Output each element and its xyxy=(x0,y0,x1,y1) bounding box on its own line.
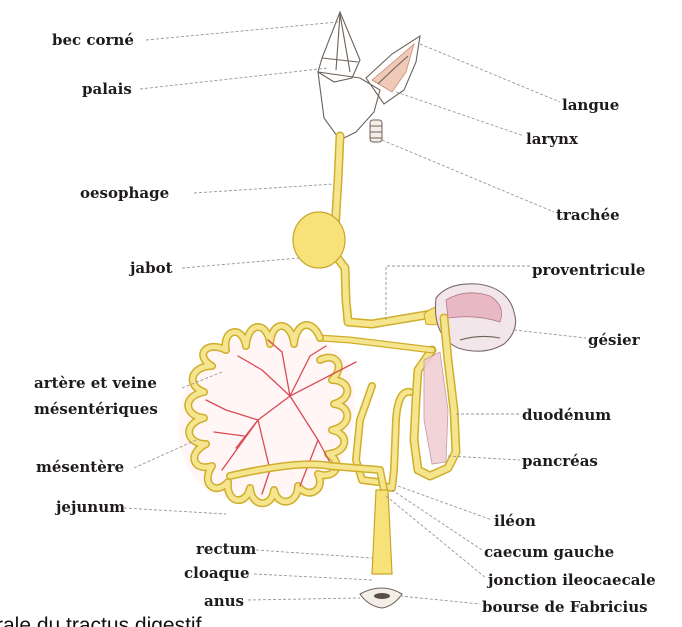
label-caecum-gauche: caecum gauche xyxy=(484,543,614,561)
label-bourse-fabricius: bourse de Fabricius xyxy=(482,598,648,616)
label-jejunum: jejunum xyxy=(54,498,125,516)
label-ileon: iléon xyxy=(494,512,536,530)
label-trachee: trachée xyxy=(556,206,620,224)
label-rectum: rectum xyxy=(196,540,256,558)
label-anus: anus xyxy=(204,592,244,610)
label-mesenteriques: mésentériques xyxy=(34,400,158,418)
upper-tract xyxy=(293,136,452,325)
label-proventricule: proventricule xyxy=(532,261,645,279)
beak-drawing xyxy=(318,12,420,142)
label-jabot: jabot xyxy=(128,259,173,277)
label-cloaque: cloaque xyxy=(184,564,250,582)
crop-shape xyxy=(293,212,345,268)
label-palais: palais xyxy=(82,80,132,98)
label-mesentere: mésentère xyxy=(36,458,124,476)
label-jonction-ileocaecale: jonction ileocaecale xyxy=(486,571,656,589)
label-gesier: gésier xyxy=(588,331,641,349)
label-larynx: larynx xyxy=(526,130,579,148)
caption-fragment: rale du tractus digestif xyxy=(0,614,202,627)
label-langue: langue xyxy=(562,96,619,114)
label-oesophage: oesophage xyxy=(80,184,169,202)
label-bec-corne: bec corné xyxy=(52,31,134,49)
label-pancreas: pancréas xyxy=(522,452,598,470)
label-duodenum: duodénum xyxy=(522,406,611,424)
label-artere-veine: artère et veine xyxy=(34,374,157,392)
